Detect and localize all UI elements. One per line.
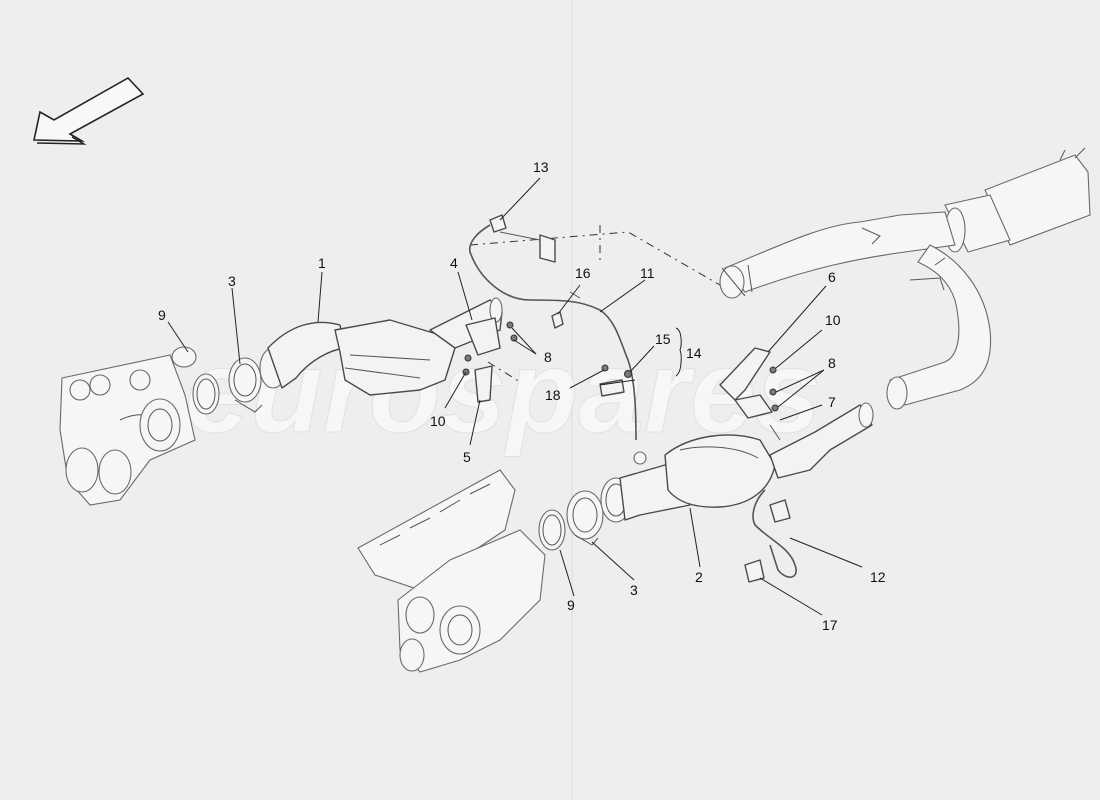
callout-2: 2 — [695, 569, 703, 585]
brackets-6-7 — [719, 347, 781, 441]
leader-lines — [167, 177, 863, 616]
callout-17: 17 — [822, 617, 838, 633]
lower-clamp-3 — [566, 490, 604, 546]
callout-8-upper: 8 — [544, 349, 552, 365]
callout-13: 13 — [533, 159, 549, 175]
callout-labels: 1 2 3 3 4 5 6 7 8 8 9 9 10 10 11 12 13 1… — [158, 159, 886, 633]
direction-arrow-icon — [33, 76, 145, 145]
lower-gasket-9 — [538, 509, 566, 551]
centerline-dashes — [469, 225, 721, 383]
callout-12: 12 — [870, 569, 886, 585]
callout-9-upper: 9 — [158, 307, 166, 323]
callout-8-lower: 8 — [828, 355, 836, 371]
upper-clamp-3 — [228, 357, 263, 413]
callout-1: 1 — [318, 255, 326, 271]
callout-3-lower: 3 — [630, 582, 638, 598]
callout-18: 18 — [545, 387, 561, 403]
lower-turbocharger — [397, 529, 546, 673]
callout-16: 16 — [575, 265, 591, 281]
callout-10-right: 10 — [825, 312, 841, 328]
callout-6: 6 — [828, 269, 836, 285]
callout-11: 11 — [640, 265, 655, 281]
lower-catalytic-converter-2 — [600, 402, 874, 523]
callout-5: 5 — [463, 449, 471, 465]
upper-gasket-9 — [171, 346, 220, 415]
rear-silencer-assembly — [719, 147, 1091, 410]
lower-exhaust-manifold — [357, 469, 516, 591]
callout-4: 4 — [450, 255, 458, 271]
brackets-4-5 — [462, 317, 518, 403]
callout-3-upper: 3 — [228, 273, 236, 289]
callout-14: 14 — [686, 345, 702, 361]
callout-9-lower: 9 — [567, 597, 575, 613]
upper-turbocharger — [59, 354, 196, 506]
sensors-12-17 — [744, 489, 797, 583]
callout-10-left: 10 — [430, 413, 446, 429]
callout-15: 15 — [655, 331, 671, 347]
callout-7: 7 — [828, 394, 836, 410]
